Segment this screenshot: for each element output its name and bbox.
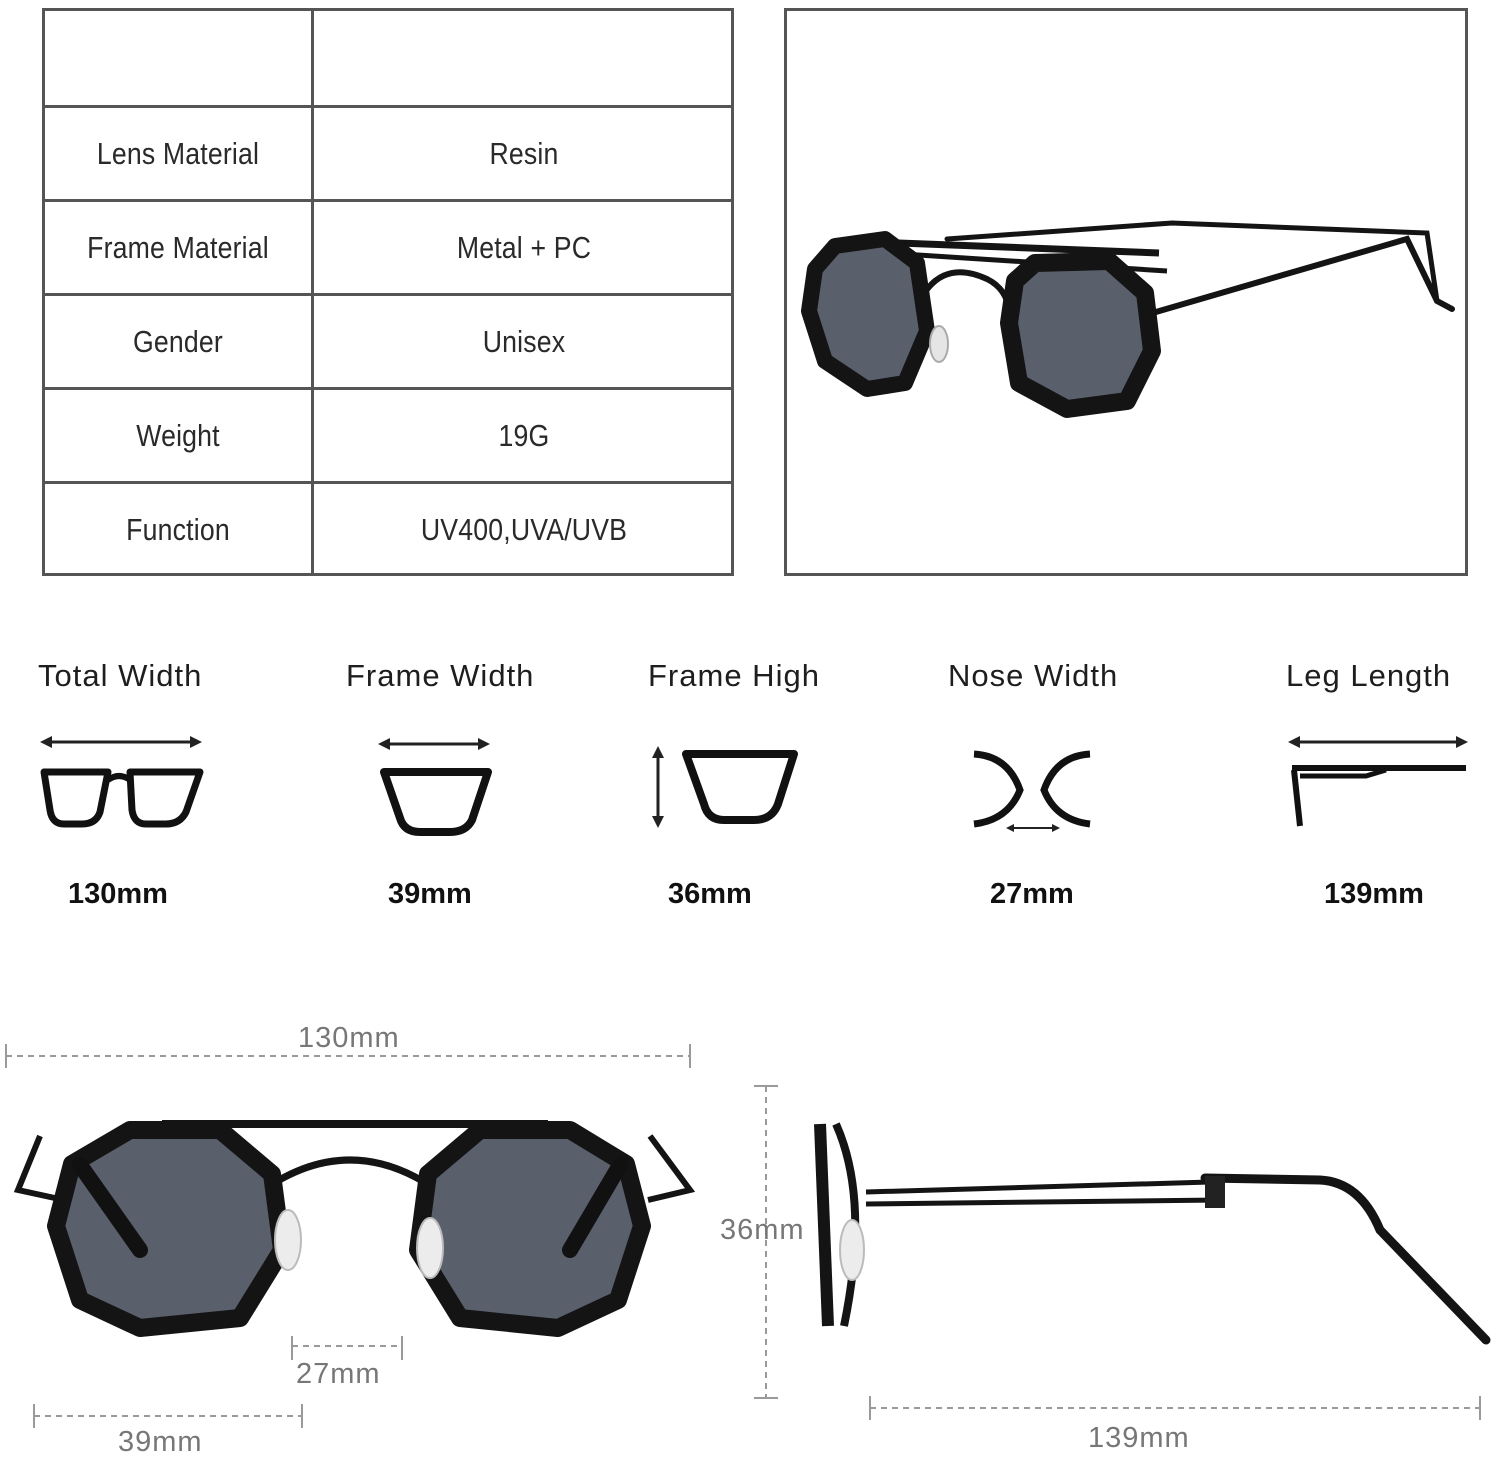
- spec-label: Gender: [133, 323, 223, 359]
- dimension-value: 36mm: [668, 878, 752, 910]
- sunglasses-angled-image: [801, 220, 1455, 418]
- dimension-value: 39mm: [388, 878, 472, 910]
- spec-value: Unisex: [482, 323, 566, 359]
- dimension-frame-width: Frame Width 39mm: [346, 650, 606, 930]
- leg-length-label: 139mm: [1088, 1422, 1190, 1454]
- spec-table: Lens Material Resin Frame Material Metal…: [42, 8, 734, 576]
- spec-value: 19G: [498, 417, 550, 453]
- dimension-total-width: Total Width 130mm: [38, 650, 298, 930]
- spec-label: Lens Material: [96, 135, 260, 171]
- spec-value: [343, 11, 704, 105]
- dimension-title: Frame Width: [346, 658, 535, 693]
- dimension-nose-width: Nose Width 27mm: [948, 650, 1208, 930]
- nose-width-label: 27mm: [296, 1358, 381, 1390]
- frame-width-icon: [378, 738, 492, 836]
- table-row: Gender Unisex: [45, 293, 731, 387]
- dimension-title: Frame High: [648, 658, 820, 693]
- spec-label: Function: [126, 511, 230, 547]
- dimension-value: 27mm: [990, 878, 1074, 910]
- dimension-value: 139mm: [1324, 878, 1424, 910]
- frame-high-icon: [652, 746, 798, 828]
- sunglasses-side-image: [814, 1122, 1491, 1345]
- table-row: Frame Material Metal + PC: [45, 199, 731, 293]
- dimension-title: Leg Length: [1286, 658, 1452, 693]
- spec-value: Resin: [489, 135, 559, 171]
- dimension-title: Nose Width: [948, 658, 1119, 693]
- table-column-divider: [311, 11, 314, 573]
- dimension-frame-high: Frame High 36mm: [648, 650, 908, 930]
- product-photo-box: [784, 8, 1468, 576]
- measurement-diagram: [5, 1044, 1491, 1428]
- spec-label: Weight: [136, 417, 220, 453]
- sunglasses-front-image: [13, 1120, 696, 1337]
- spec-value: UV400,UVA/UVB: [420, 511, 628, 547]
- spec-label: [64, 11, 293, 105]
- table-row: Lens Material Resin: [45, 105, 731, 199]
- height-label: 36mm: [720, 1214, 805, 1246]
- spec-label: Frame Material: [87, 229, 269, 265]
- dimension-leg-length: Leg Length 139mm: [1286, 650, 1500, 930]
- total-width-icon: [40, 736, 204, 828]
- table-row: [45, 11, 731, 105]
- nose-width-icon: [973, 750, 1091, 832]
- spec-value: Metal + PC: [456, 229, 592, 265]
- total-width-label: 130mm: [298, 1022, 400, 1054]
- dimension-value: 130mm: [68, 878, 168, 910]
- table-row: Weight 19G: [45, 387, 731, 481]
- frame-width-label: 39mm: [118, 1426, 203, 1458]
- leg-length-icon: [1288, 736, 1468, 827]
- dimension-title: Total Width: [38, 658, 203, 693]
- table-row: Function UV400,UVA/UVB: [45, 481, 731, 575]
